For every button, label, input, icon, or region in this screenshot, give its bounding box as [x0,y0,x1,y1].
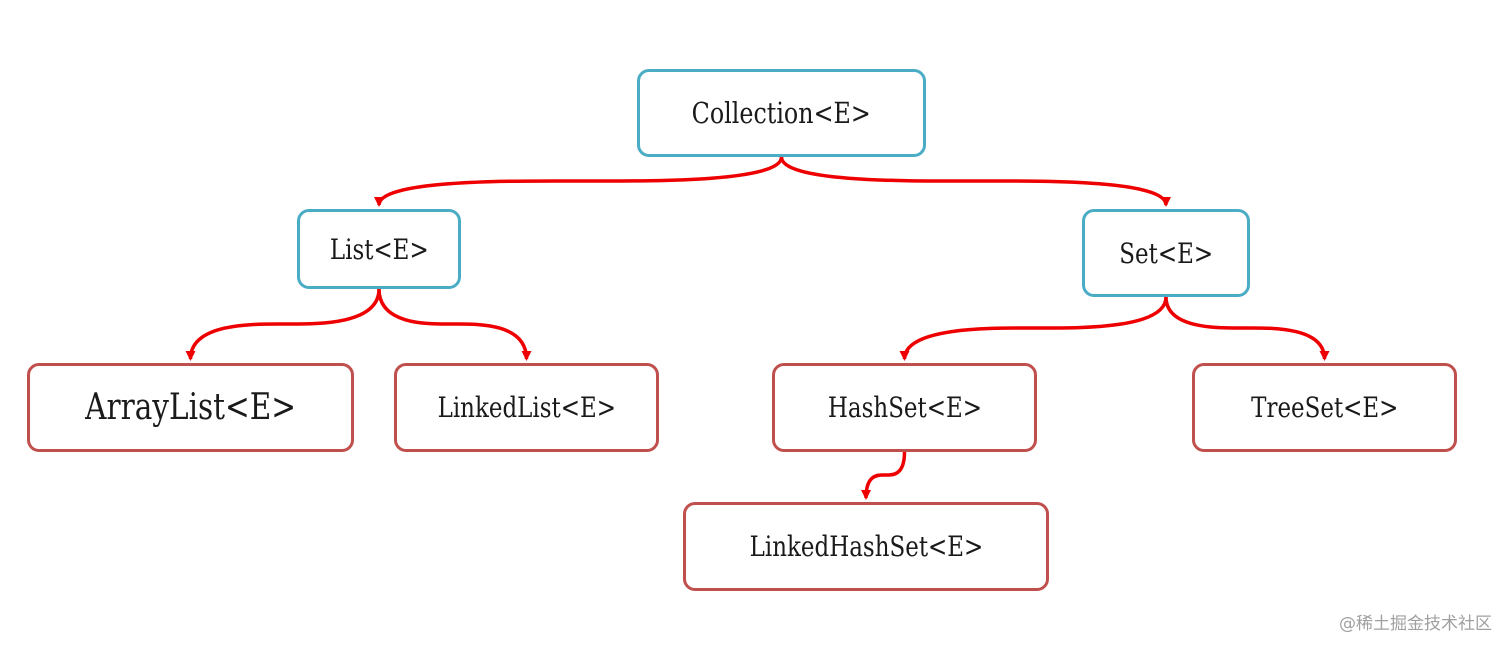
node-treeset-label: TreeSet<E> [1250,391,1399,424]
node-arraylist-label: ArrayList<E> [85,387,296,428]
node-set: Set<E> [1082,209,1250,297]
edge-list-to-linkedlist [377,288,532,361]
node-linkedhashset: LinkedHashSet<E> [683,502,1049,591]
edge-collection-to-set [779,156,1171,207]
node-arraylist: ArrayList<E> [27,363,354,452]
node-linkedhashset-label: LinkedHashSet<E> [749,530,983,563]
edge-set-to-hashset [899,296,1168,361]
edge-hashset-to-linkedhashset [861,451,907,500]
node-linkedlist: LinkedList<E> [394,363,659,452]
node-list: List<E> [297,209,461,289]
edge-set-to-treeset [1164,296,1330,361]
watermark: @稀土掘金技术社区 [1339,614,1492,634]
node-set-label: Set<E> [1119,236,1213,270]
node-linkedlist-label: LinkedList<E> [437,391,616,424]
node-hashset-label: HashSet<E> [827,391,982,424]
node-hashset: HashSet<E> [772,363,1037,452]
node-treeset: TreeSet<E> [1192,363,1457,452]
node-collection-label: Collection<E> [691,96,872,130]
edge-collection-to-list [374,156,784,207]
node-list-label: List<E> [329,232,429,266]
node-collection: Collection<E> [637,69,926,157]
edge-list-to-arraylist [185,288,381,361]
